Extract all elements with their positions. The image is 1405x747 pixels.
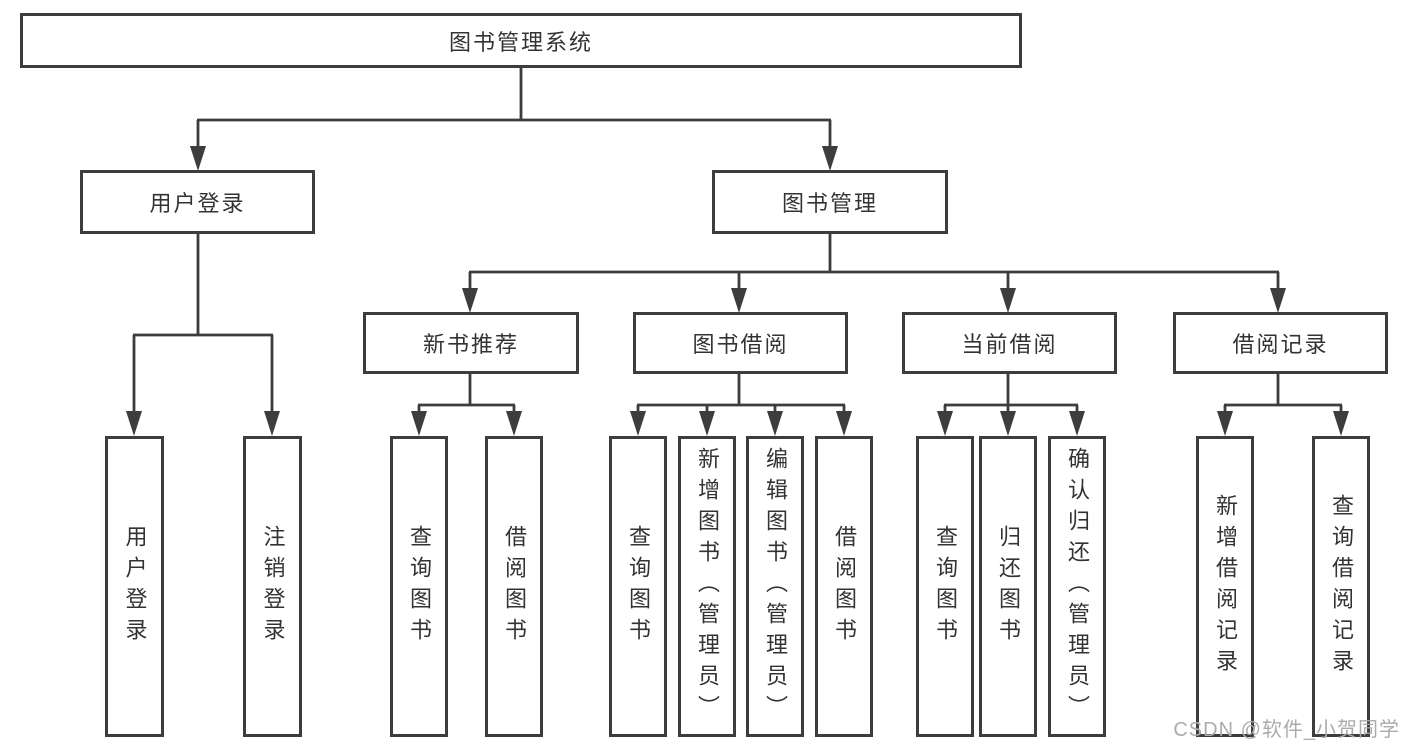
node-book-borrowing: 图书借阅	[633, 312, 848, 374]
node-current-borrowing: 当前借阅	[902, 312, 1117, 374]
leaf-borrow-books: 借阅图书	[815, 436, 873, 737]
leaf-query-books-current: 查询图书	[916, 436, 974, 737]
leaf-query-borrow-record-label: 查询借阅记录	[1329, 493, 1354, 680]
leaf-add-borrow-record-label: 新增借阅记录	[1213, 493, 1238, 680]
leaf-confirm-return-admin-label: 确认归还（管理员）	[1065, 447, 1090, 726]
leaf-borrow-books-recommend-label: 借阅图书	[502, 524, 527, 649]
node-current-borrowing-label: 当前借阅	[961, 332, 1058, 357]
leaf-logout: 注销登录	[243, 436, 302, 737]
node-new-book-recommendation-label: 新书推荐	[422, 332, 519, 357]
leaf-return-book: 归还图书	[979, 436, 1037, 737]
leaf-logout-label: 注销登录	[260, 524, 286, 649]
leaf-return-book-label: 归还图书	[996, 524, 1021, 649]
node-user-login-label: 用户登录	[149, 191, 246, 216]
node-library-management-system-label: 图书管理系统	[448, 29, 593, 55]
leaf-add-book-admin: 新增图书（管理员）	[678, 436, 736, 737]
leaf-borrow-books-label: 借阅图书	[832, 524, 857, 649]
csdn-watermark: CSDN @软件_小贺同学	[1173, 719, 1400, 741]
node-borrowing-records: 借阅记录	[1173, 312, 1388, 374]
node-book-management: 图书管理	[712, 170, 948, 234]
leaf-query-books-borrow-label: 查询图书	[626, 524, 651, 649]
leaf-query-books-borrow: 查询图书	[609, 436, 667, 737]
node-new-book-recommendation: 新书推荐	[363, 312, 579, 374]
leaf-add-borrow-record: 新增借阅记录	[1196, 436, 1254, 737]
leaf-user-login: 用户登录	[105, 436, 164, 737]
leaf-add-book-admin-label: 新增图书（管理员）	[695, 447, 720, 726]
leaf-edit-book-admin-label: 编辑图书（管理员）	[763, 447, 788, 726]
leaf-borrow-books-recommend: 借阅图书	[485, 436, 543, 737]
leaf-query-books-recommend: 查询图书	[390, 436, 448, 737]
leaf-query-borrow-record: 查询借阅记录	[1312, 436, 1370, 737]
leaf-confirm-return-admin: 确认归还（管理员）	[1048, 436, 1106, 737]
leaf-edit-book-admin: 编辑图书（管理员）	[746, 436, 804, 737]
leaf-query-books-current-label: 查询图书	[933, 524, 958, 649]
leaf-query-books-recommend-label: 查询图书	[407, 524, 432, 649]
node-book-borrowing-label: 图书借阅	[692, 332, 789, 357]
node-borrowing-records-label: 借阅记录	[1232, 332, 1329, 357]
node-user-login: 用户登录	[80, 170, 315, 234]
node-library-management-system: 图书管理系统	[20, 13, 1022, 68]
node-book-management-label: 图书管理	[781, 191, 878, 216]
leaf-user-login-label: 用户登录	[122, 524, 148, 649]
